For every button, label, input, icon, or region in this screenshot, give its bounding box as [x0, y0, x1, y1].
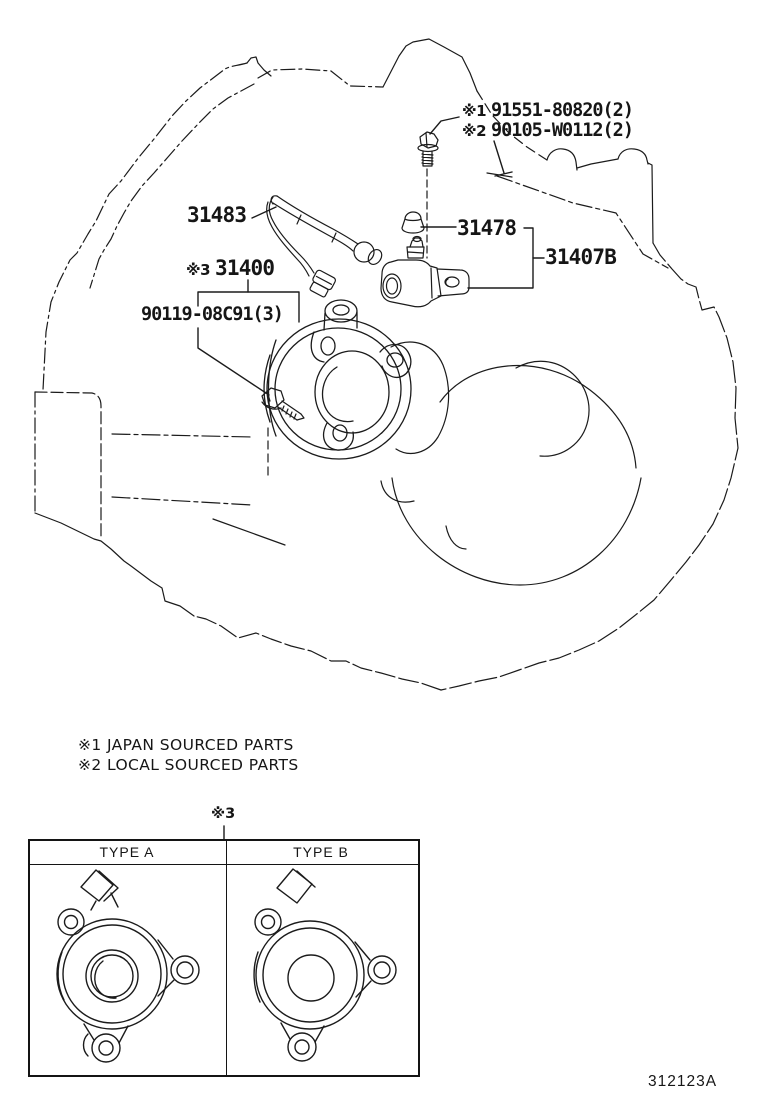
part-number-31400: 31400: [215, 256, 275, 280]
part-number-90105: 90105-W0112(2): [491, 120, 634, 141]
ref-mark-1: ※1: [462, 102, 487, 120]
transaxle-case-drawing: [34, 38, 739, 691]
callout-tube: 31483: [187, 203, 247, 227]
release-cylinder-drawing: [263, 299, 412, 460]
callout-bolt-ref1: ※1 91551-80820(2): [462, 100, 634, 121]
figure-code: 312123A: [648, 1073, 718, 1090]
callout-tube-bracket: 31407B: [545, 245, 617, 269]
part-number-31407B: 31407B: [545, 245, 617, 269]
note-local-sourced: ※2 LOCAL SOURCED PARTS: [78, 756, 299, 774]
variant-table-header: TYPE A TYPE B: [30, 841, 418, 865]
variant-table: TYPE A TYPE B: [28, 839, 420, 1077]
table-ref-mark: ※3: [211, 806, 236, 822]
part-number-31478: 31478: [457, 216, 517, 240]
leader-lines: [197, 116, 545, 840]
ref-mark-2: ※2: [462, 122, 487, 140]
callout-cylinder-bolts: 90119-08C91(3): [141, 304, 284, 325]
note-japan-sourced: ※1 JAPAN SOURCED PARTS: [78, 736, 294, 754]
table-column-divider: [226, 841, 227, 1075]
callout-release-cylinder: ※3 31400: [186, 256, 275, 280]
part-number-31483: 31483: [187, 203, 247, 227]
flange-bolt-drawing: [417, 131, 439, 259]
cylinder-bolt-drawing: [261, 387, 305, 421]
callout-bolt-ref2: ※2 90105-W0112(2): [462, 120, 634, 141]
part-number-90119: 90119-08C91(3): [141, 304, 284, 325]
clutch-tube-drawing: [266, 195, 383, 298]
part-number-91551: 91551-80820(2): [491, 100, 634, 121]
type-b-header: TYPE B: [293, 844, 349, 860]
bleeder-cap-drawing: [401, 211, 425, 234]
ref-mark-3: ※3: [186, 261, 211, 279]
callout-bleeder-cap: 31478: [457, 216, 517, 240]
tube-bracket-drawing: [380, 235, 470, 308]
type-a-cylinder-drawing: [56, 869, 200, 1063]
type-a-header: TYPE A: [99, 844, 155, 860]
type-b-cylinder-drawing: [253, 868, 397, 1062]
